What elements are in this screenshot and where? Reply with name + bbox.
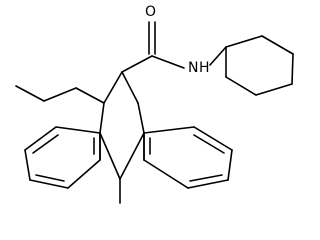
oxygen-label: O xyxy=(145,4,156,20)
amide-hydrogen-label: H xyxy=(199,60,210,76)
amide-nitrogen-label: N xyxy=(188,60,198,76)
propyl-chain xyxy=(15,85,105,104)
right-benzene-ring xyxy=(143,126,233,189)
molecule-structure: O N H xyxy=(15,4,294,204)
cyclohexyl-ring xyxy=(209,35,294,96)
carboxamide-group xyxy=(121,21,185,73)
bicyclic-core-bonds xyxy=(99,71,145,204)
left-benzene-ring xyxy=(24,126,101,189)
